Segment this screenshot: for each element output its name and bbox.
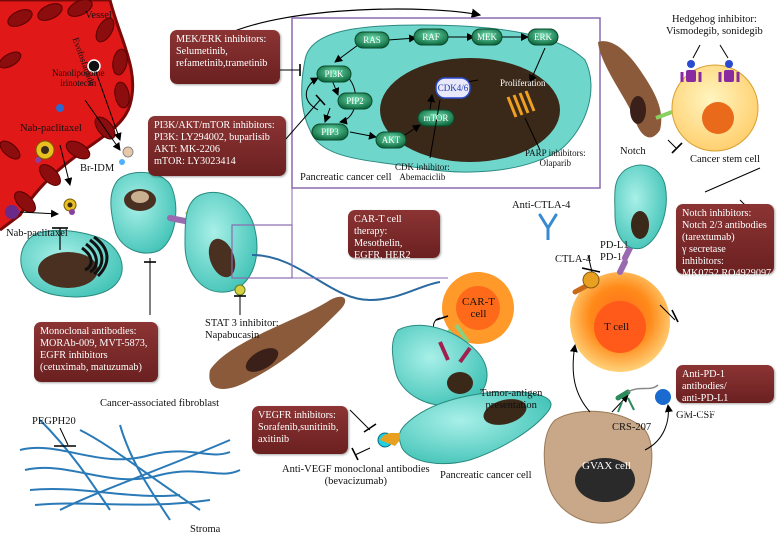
- pdl1-label: PD-L1: [600, 240, 629, 251]
- evofosfamide-arrow: [95, 71, 122, 141]
- crs207-label: CRS-207: [612, 422, 652, 433]
- cdk-label: CDK inhibitor:Abemaciclib: [395, 162, 450, 182]
- gvax-label: GVAX cell: [582, 460, 631, 472]
- stat3-label: STAT 3 inhibitor:Napabucasin: [205, 318, 279, 341]
- parp-label: PARP inhibitors:Olaparib: [525, 148, 586, 168]
- crs207-bacterium: [615, 384, 659, 413]
- anti-ctla4-antibody: [538, 213, 558, 240]
- arc-arrow-top: [224, 8, 482, 36]
- notch-cell: [598, 41, 662, 138]
- nab-paclitaxel-label-top: Nab-paclitaxel: [20, 123, 82, 134]
- cdk46-node: CDK4/6: [437, 83, 469, 93]
- mek-erk-inhibitors-box: MEK/ERK inhibitors:Selumetinib,refametin…: [170, 30, 280, 84]
- parp-dna: [506, 90, 536, 118]
- hedgehog-receptors: [680, 60, 740, 82]
- pip3-node: PIP3: [321, 127, 339, 137]
- t-cell-label: T cell: [604, 321, 630, 333]
- nanoliposome-arrow: [84, 99, 121, 151]
- hedgehog-label: Hedgehog inhibitor:Vismodegib, sonidegib: [666, 14, 763, 37]
- nab-arrow-2: [19, 209, 59, 218]
- nanoliposome-dot: [56, 104, 64, 112]
- akt-node: AKT: [381, 135, 401, 145]
- pathway-nodes: [311, 28, 559, 149]
- monoclonal-antibodies-box: Monoclonal antibodies:MORAb-009, MVT-587…: [34, 322, 158, 382]
- drug-particle: [122, 146, 134, 158]
- erk-node: ERK: [534, 32, 552, 42]
- cancer-cell-large: [184, 191, 441, 302]
- zoom-box: [231, 224, 293, 279]
- pd1-receptor: [617, 259, 628, 275]
- br-idm-label: Br-IDM: [80, 163, 115, 174]
- proliferation-label: Proliferation: [500, 78, 546, 88]
- gvax-cell: [543, 410, 653, 524]
- caf-label: Cancer-associated fibroblast: [100, 398, 220, 409]
- evofosfamide-dot: [87, 59, 101, 73]
- notch-label: Notch: [620, 146, 646, 157]
- car-t-target-cancer-cell: [391, 324, 488, 407]
- blood-vessel: [0, 0, 135, 232]
- cancer-stem-cell-label: Cancer stem cell: [690, 154, 760, 165]
- pdl1-ligand: [622, 245, 633, 261]
- anti-pd1-antibodies-box: Anti-PD-1 antibodies/anti-PD-L1 antibodi…: [676, 365, 774, 416]
- inset-nucleus: [380, 58, 560, 162]
- notch-receptor: [655, 110, 673, 120]
- gm-csf-label: GM-CSF: [676, 410, 716, 421]
- mtor-node: mTOR: [423, 113, 449, 123]
- gm-csf-dot: [655, 389, 671, 405]
- pancreatic-cancer-cell-label: Pancreatic cancer cell: [440, 470, 532, 481]
- raf-node: RAF: [422, 32, 440, 42]
- ras-node: RAS: [363, 35, 381, 45]
- nab-paclitaxel-particle-2: [63, 198, 77, 215]
- ctla4-label: CTLA-4: [555, 254, 592, 265]
- nab-paclitaxel-particle: [35, 140, 55, 163]
- br-idm-dot: [119, 159, 125, 165]
- pegph20-label: PEGPH20: [32, 416, 76, 427]
- pi3k-node: PI3K: [324, 69, 344, 79]
- pi3k-akt-mtor-inhibitors-box: PI3K/AKT/mTOR inhibitors:PI3K: LY294002,…: [148, 116, 286, 176]
- dividing-cancer-cell: [20, 227, 123, 298]
- cancer-cell-right: [614, 164, 667, 250]
- mek-node: MEK: [477, 32, 497, 42]
- pd1-label: PD-1: [600, 252, 623, 263]
- vessel-label: Vessel: [85, 10, 112, 21]
- notch-inhibitors-box: Notch inhibitors:Notch 2/3 antibodies(ta…: [676, 204, 774, 279]
- nab-paclitaxel-dot: [5, 205, 19, 219]
- car-t-therapy-box: CAR-T cell therapy:Mesothelin,EGFR, HER2: [348, 210, 440, 261]
- cancer-associated-fibroblast: [209, 296, 346, 390]
- ctla4-receptor: [572, 271, 600, 295]
- nab-arrow-1: [59, 144, 73, 186]
- anti-ctla4-label: Anti-CTLA-4: [512, 200, 571, 211]
- stroma-fibers: [19, 419, 241, 521]
- nab-paclitaxel-label-bottom: Nab-paclitaxel: [6, 228, 68, 239]
- stroma-label: Stroma: [190, 524, 221, 535]
- inset-pancreatic-cancer-cell-label: Pancreatic cancer cell: [300, 172, 392, 183]
- pip2-node: PIP2: [346, 96, 364, 106]
- anti-vegf-label: Anti-VEGF monoclonal antibodies(bevacizu…: [282, 464, 430, 487]
- vegfr-inhibitors-box: VEGFR inhibitors:Sorafenib,sunitinib,axi…: [252, 406, 348, 454]
